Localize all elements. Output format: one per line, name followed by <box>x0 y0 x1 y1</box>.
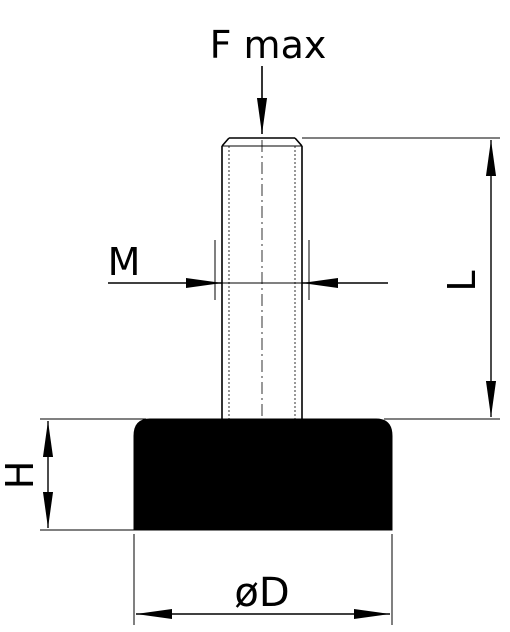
thread-dimension <box>108 240 388 300</box>
length-dimension <box>302 137 500 420</box>
height-label: H <box>0 461 42 490</box>
height-dimension <box>40 418 146 531</box>
diameter-dimension <box>133 534 393 625</box>
diameter-label: øD <box>234 570 289 616</box>
rubber-base <box>133 418 393 531</box>
threaded-stud <box>221 137 303 419</box>
force-label: F max <box>210 23 327 67</box>
length-label: L <box>440 270 484 291</box>
thread-label: M <box>108 240 141 284</box>
